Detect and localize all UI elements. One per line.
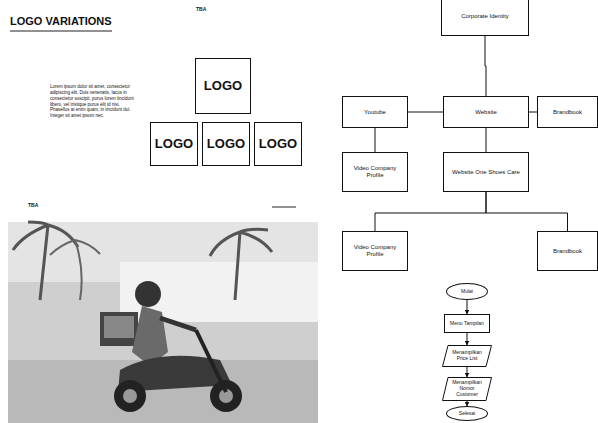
process-box: Website xyxy=(443,96,529,128)
connector xyxy=(467,300,468,314)
logo-box: LOGO xyxy=(202,122,250,166)
connector xyxy=(408,112,443,113)
connector xyxy=(486,192,568,231)
terminator-oval: Mulai xyxy=(446,283,488,300)
node-label: Brandbook xyxy=(553,248,582,255)
node-label: Brandbook xyxy=(553,109,582,116)
node-label: LOGO xyxy=(207,137,245,152)
process-box: Website One Shoes Care xyxy=(443,152,529,192)
logo-box: LOGO xyxy=(195,58,251,114)
node-label: LOGO xyxy=(204,79,242,94)
node-label: Selesai xyxy=(459,411,475,417)
process-box: Video Company Profile xyxy=(342,152,408,192)
slide-tag: TBA xyxy=(28,202,58,209)
terminator-oval: Selesai xyxy=(446,406,488,421)
io-parallelogram: Menampilkan Price List xyxy=(442,345,492,367)
process-box: Youtube xyxy=(342,96,408,128)
title-underline xyxy=(10,31,112,32)
connector xyxy=(529,112,537,113)
node-label: Video Company Profile xyxy=(346,244,404,258)
node-label: Website xyxy=(475,109,497,116)
process-box: Menu Tampilan xyxy=(444,314,490,333)
slide-tag: TBA xyxy=(196,6,226,13)
node-label: LOGO xyxy=(259,137,297,152)
node-label: Youtube xyxy=(364,109,386,116)
process-box: Brandbook xyxy=(537,231,598,271)
io-parallelogram: Menampilkan Nomor Customer xyxy=(442,377,492,401)
node-label: Corporate Identity xyxy=(461,13,509,20)
slide-title: LOGO VARIATIONS xyxy=(10,14,150,28)
node-label: LOGO xyxy=(155,137,193,152)
process-box: Corporate Identity xyxy=(441,0,529,36)
node-label: Menampilkan Price List xyxy=(449,350,485,362)
process-box: Video Company Profile xyxy=(342,231,408,271)
logo-box: LOGO xyxy=(254,122,302,166)
node-label: Menu Tampilan xyxy=(450,321,484,327)
connector xyxy=(485,36,486,96)
connector xyxy=(467,333,468,345)
connector xyxy=(467,367,468,377)
slide-rule xyxy=(272,207,296,208)
process-box: Brandbook xyxy=(537,96,598,128)
node-label: Mulai xyxy=(461,289,473,295)
scooter-sketch xyxy=(8,222,318,423)
connector xyxy=(375,192,486,231)
logo-box: LOGO xyxy=(150,122,198,166)
connector xyxy=(486,128,487,152)
connector xyxy=(375,128,376,152)
body-text: Lorem ipsum dolor sit amet, consectetur … xyxy=(50,84,140,119)
node-label: Website One Shoes Care xyxy=(452,169,520,176)
node-label: Video Company Profile xyxy=(346,165,404,179)
node-label: Menampilkan Nomor Customer xyxy=(449,380,485,397)
